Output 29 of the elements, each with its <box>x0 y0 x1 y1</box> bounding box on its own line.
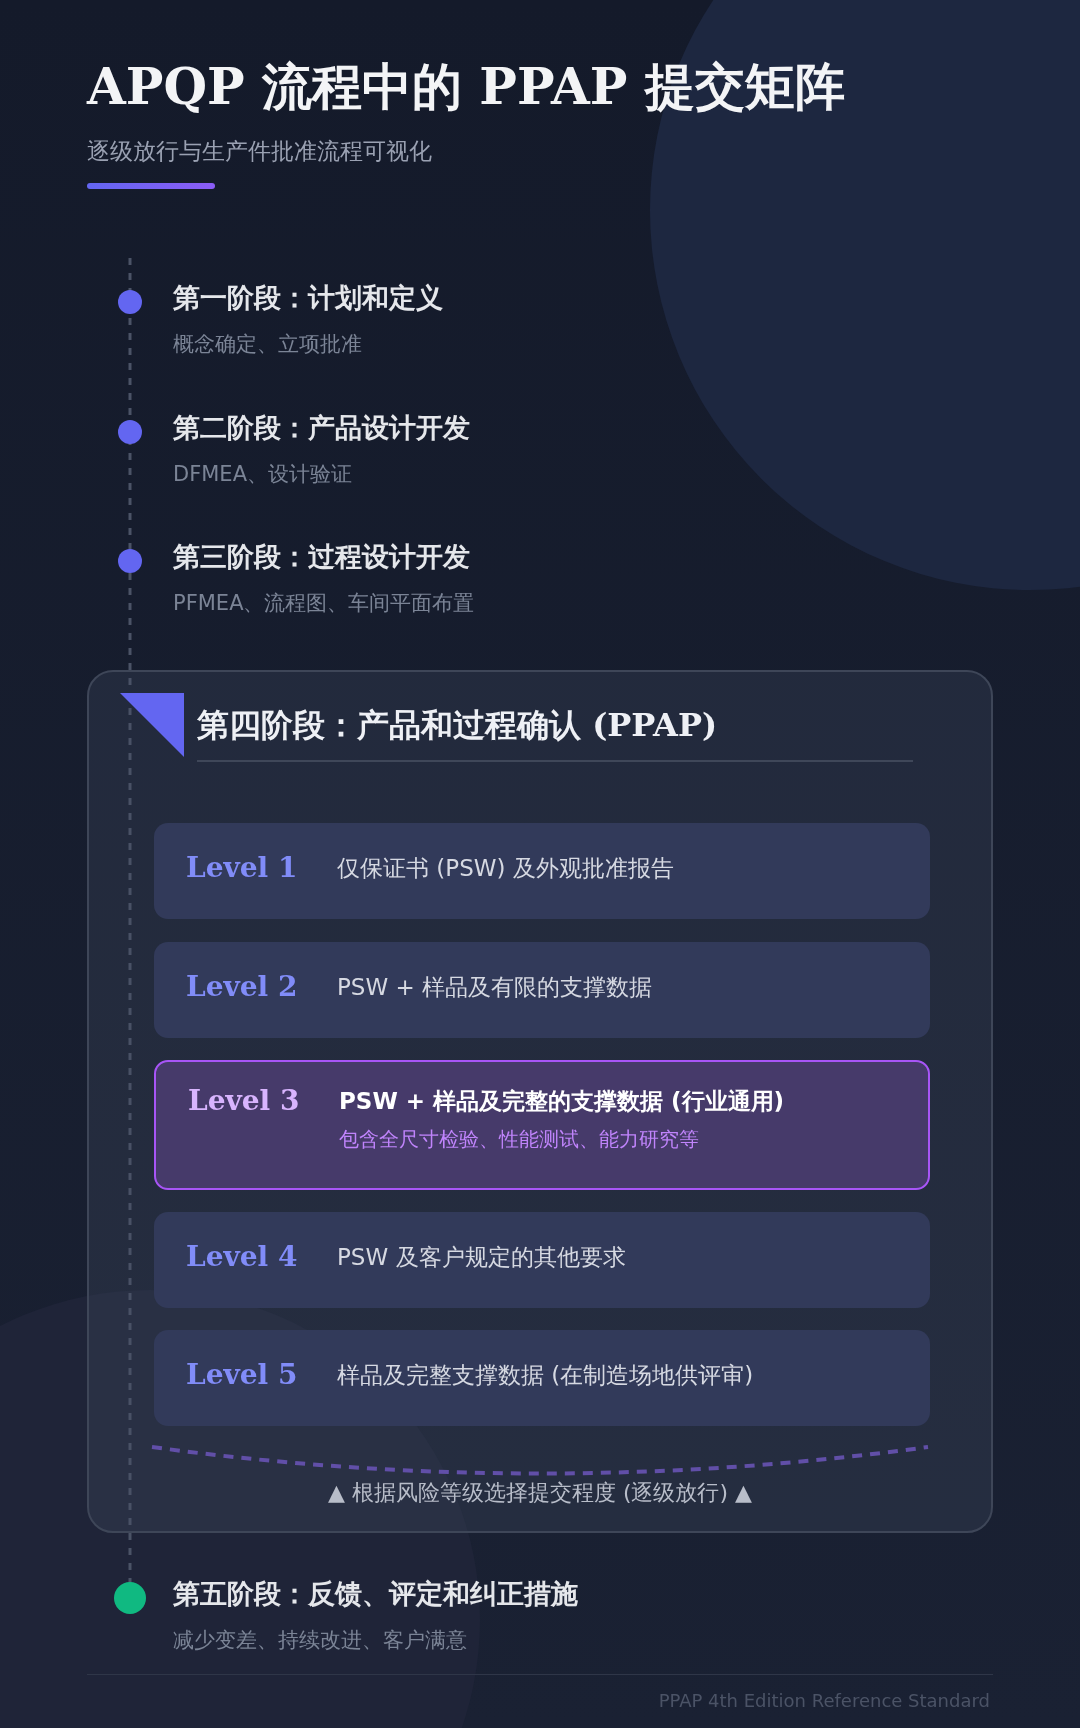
level-description: PSW + 样品及完整的支撑数据 (行业通用) <box>339 1087 785 1116</box>
note-text: ▲ 根据风险等级选择提交程度 (逐级放行) ▲ <box>327 1479 753 1507</box>
level-box <box>154 1060 930 1190</box>
title: APQP 流程中的 PPAP 提交矩阵 <box>87 56 845 118</box>
phase-title: 第五阶段：反馈、评定和纠正措施 <box>173 1577 578 1611</box>
level-box <box>154 823 930 919</box>
level-description: 仅保证书 (PSW) 及外观批准报告 <box>337 854 674 883</box>
level-box <box>154 942 930 1038</box>
level-label: Level 5 <box>186 1358 298 1391</box>
level-box <box>154 1330 930 1426</box>
phase-title: 第二阶段：产品设计开发 <box>173 411 470 445</box>
level-description: 样品及完整支撑数据 (在制造场地供评审) <box>337 1361 754 1390</box>
subtitle: 逐级放行与生产件批准流程可视化 <box>87 137 432 166</box>
level-label: Level 1 <box>186 851 298 884</box>
level-description: PSW 及客户规定的其他要求 <box>337 1243 626 1272</box>
level-description: PSW + 样品及有限的支撑数据 <box>337 973 653 1002</box>
phase-description: DFMEA、设计验证 <box>173 461 353 488</box>
level-note: 包含全尺寸检验、性能测试、能力研究等 <box>339 1126 699 1153</box>
phase-description: 减少变差、持续改进、客户满意 <box>173 1627 468 1654</box>
phase-title: 第一阶段：计划和定义 <box>173 281 443 315</box>
level-box <box>154 1212 930 1308</box>
phase-description: 概念确定、立项批准 <box>173 331 363 358</box>
level-label: Level 2 <box>186 970 298 1003</box>
phase-title: 第四阶段：产品和过程确认 (PPAP) <box>197 705 718 746</box>
phase-title: 第三阶段：过程设计开发 <box>173 540 471 574</box>
phase-panel <box>87 670 993 1533</box>
phase-description: PFMEA、流程图、车间平面布置 <box>173 590 475 617</box>
level-label: Level 3 <box>188 1084 300 1117</box>
level-label: Level 4 <box>186 1240 298 1273</box>
